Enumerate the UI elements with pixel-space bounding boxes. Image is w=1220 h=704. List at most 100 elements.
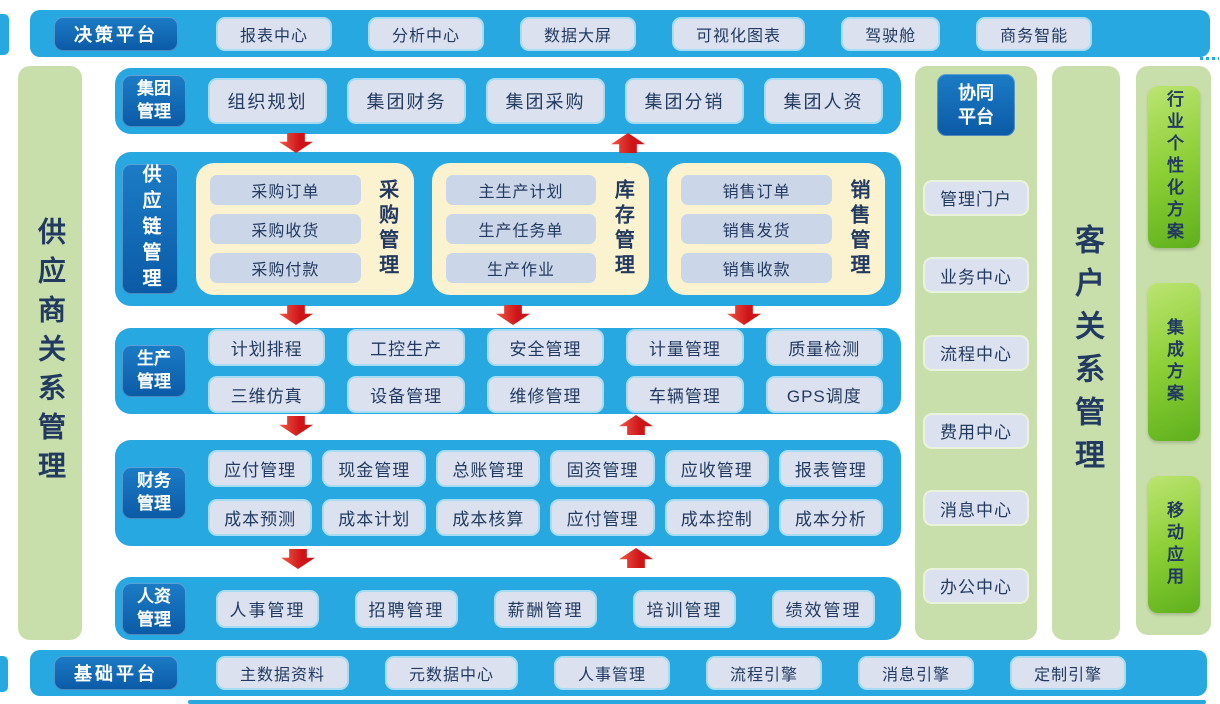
module-metering-mgmt[interactable]: 计量管理 bbox=[628, 331, 742, 364]
module-cost-forecast[interactable]: 成本预测 bbox=[210, 501, 311, 534]
mobile-app-solution[interactable]: 移动应用 bbox=[1147, 476, 1200, 613]
module-purchase-payment[interactable]: 采购付款 bbox=[210, 253, 361, 283]
inventory-group: 主生产计划 生产任务单 生产作业 库存管理 bbox=[431, 163, 650, 295]
flow-arrow-down-icon bbox=[727, 305, 761, 325]
collaboration-platform-badge-label: 协同平台 bbox=[958, 82, 994, 127]
module-purchase-order[interactable]: 采购订单 bbox=[210, 175, 361, 205]
module-message-engine[interactable]: 消息引擎 bbox=[860, 658, 973, 688]
sales-group-label: 销售管理 bbox=[847, 179, 870, 279]
module-general-ledger[interactable]: 总账管理 bbox=[438, 452, 539, 485]
flow-arrow-down-icon bbox=[279, 133, 313, 153]
supply-chain-badge: 供应链管理 bbox=[122, 164, 178, 294]
module-training-mgmt[interactable]: 培训管理 bbox=[635, 591, 734, 626]
integration-solution[interactable]: 集成方案 bbox=[1147, 283, 1200, 441]
module-org-planning[interactable]: 组织规划 bbox=[210, 80, 325, 122]
module-fixed-assets[interactable]: 固资管理 bbox=[552, 452, 653, 485]
foundation-platform-bar: 基础平台 主数据资料 元数据中心 人事管理 流程引擎 消息引擎 定制引擎 bbox=[30, 650, 1207, 696]
module-cost-control[interactable]: 成本控制 bbox=[666, 501, 767, 534]
module-sales-collection[interactable]: 销售收款 bbox=[681, 253, 833, 283]
module-cockpit[interactable]: 驾驶舱 bbox=[843, 18, 939, 49]
collaboration-platform-panel: 协同平台 管理门户 业务中心 流程中心 费用中心 消息中心 办公中心 bbox=[915, 66, 1037, 640]
hr-management-badge-label: 人资管理 bbox=[136, 586, 171, 629]
flow-arrow-up-icon bbox=[619, 415, 653, 435]
module-master-production-plan[interactable]: 主生产计划 bbox=[445, 175, 597, 205]
module-industrial-control-production[interactable]: 工控生产 bbox=[349, 331, 463, 364]
production-management-badge-label: 生产管理 bbox=[136, 349, 171, 391]
module-analysis-center[interactable]: 分析中心 bbox=[370, 18, 483, 49]
module-report-center[interactable]: 报表中心 bbox=[218, 18, 331, 49]
module-office-center[interactable]: 办公中心 bbox=[925, 569, 1027, 602]
industry-custom-solution[interactable]: 行业个性化方案 bbox=[1147, 86, 1200, 248]
module-sales-order[interactable]: 销售订单 bbox=[681, 175, 833, 205]
customer-relationship-label: 客户关系管理 bbox=[1070, 224, 1103, 482]
module-expense-center[interactable]: 费用中心 bbox=[925, 414, 1027, 447]
group-management-row: 集团管理 组织规划 集团财务 集团采购 集团分销 集团人资 bbox=[115, 68, 901, 134]
decision-platform-bar: 决策平台 报表中心 分析中心 数据大屏 可视化图表 驾驶舱 商务智能 bbox=[30, 10, 1210, 57]
module-cash-mgmt[interactable]: 现金管理 bbox=[324, 452, 425, 485]
flow-arrow-up-icon bbox=[619, 548, 653, 568]
module-production-operation[interactable]: 生产作业 bbox=[445, 253, 597, 283]
module-recruitment-mgmt[interactable]: 招聘管理 bbox=[357, 591, 456, 626]
group-management-badge-label: 集团管理 bbox=[136, 79, 171, 121]
module-master-data[interactable]: 主数据资料 bbox=[218, 658, 348, 688]
module-personnel-mgmt[interactable]: 人事管理 bbox=[218, 591, 317, 626]
module-group-hr[interactable]: 集团人资 bbox=[766, 80, 881, 122]
module-3d-simulation[interactable]: 三维仿真 bbox=[210, 378, 324, 411]
module-business-intelligence[interactable]: 商务智能 bbox=[978, 18, 1091, 49]
module-report-mgmt[interactable]: 报表管理 bbox=[780, 452, 881, 485]
module-cost-analysis[interactable]: 成本分析 bbox=[780, 501, 881, 534]
flow-arrow-down-icon bbox=[279, 305, 313, 325]
module-performance-mgmt[interactable]: 绩效管理 bbox=[774, 591, 873, 626]
module-purchase-receipt[interactable]: 采购收货 bbox=[210, 214, 361, 244]
module-data-screen[interactable]: 数据大屏 bbox=[522, 18, 635, 49]
decision-platform-badge: 决策平台 bbox=[54, 16, 178, 51]
module-payable-mgmt[interactable]: 应付管理 bbox=[210, 452, 311, 485]
module-quality-inspection[interactable]: 质量检测 bbox=[767, 331, 881, 364]
module-vehicle-mgmt[interactable]: 车辆管理 bbox=[628, 378, 742, 411]
module-visual-charts[interactable]: 可视化图表 bbox=[674, 18, 804, 49]
module-custom-engine[interactable]: 定制引擎 bbox=[1012, 658, 1125, 688]
module-maintenance-mgmt[interactable]: 维修管理 bbox=[488, 378, 603, 411]
procurement-group: 采购订单 采购收货 采购付款 采购管理 bbox=[196, 163, 414, 295]
module-plan-scheduling[interactable]: 计划排程 bbox=[210, 331, 324, 364]
production-management-badge: 生产管理 bbox=[122, 345, 186, 397]
module-cost-plan[interactable]: 成本计划 bbox=[324, 501, 425, 534]
module-safety-mgmt[interactable]: 安全管理 bbox=[488, 331, 603, 364]
hr-management-badge: 人资管理 bbox=[122, 582, 186, 635]
module-metadata-center[interactable]: 元数据中心 bbox=[387, 658, 517, 688]
module-receivable-mgmt[interactable]: 应收管理 bbox=[666, 452, 767, 485]
module-mgmt-portal[interactable]: 管理门户 bbox=[925, 181, 1027, 214]
flow-arrow-down-icon bbox=[279, 416, 313, 436]
module-salary-mgmt[interactable]: 薪酬管理 bbox=[496, 591, 595, 626]
module-process-center[interactable]: 流程中心 bbox=[925, 336, 1027, 369]
inventory-group-label: 库存管理 bbox=[611, 179, 634, 279]
module-production-task[interactable]: 生产任务单 bbox=[445, 214, 597, 244]
clipped-bottom-strip bbox=[188, 700, 1206, 704]
clipped-left-bottom-fragment bbox=[0, 656, 8, 692]
solutions-panel: 行业个性化方案 集成方案 移动应用 bbox=[1136, 66, 1211, 635]
module-business-center[interactable]: 业务中心 bbox=[925, 259, 1027, 292]
supply-chain-row: 供应链管理 采购订单 采购收货 采购付款 采购管理 主生产计划 生产任务单 生产… bbox=[115, 152, 901, 306]
module-gps-dispatch[interactable]: GPS调度 bbox=[767, 378, 881, 411]
supplier-relationship-label: 供应商关系管理 bbox=[35, 216, 66, 490]
industry-custom-solution-label: 行业个性化方案 bbox=[1164, 90, 1183, 244]
mobile-app-solution-label: 移动应用 bbox=[1164, 500, 1183, 589]
module-equipment-mgmt[interactable]: 设备管理 bbox=[349, 378, 463, 411]
module-group-finance[interactable]: 集团财务 bbox=[349, 80, 464, 122]
finance-management-badge: 财务管理 bbox=[122, 467, 186, 519]
procurement-group-label: 采购管理 bbox=[375, 179, 398, 279]
module-payable-mgmt-2[interactable]: 应付管理 bbox=[552, 501, 653, 534]
hr-management-row: 人资管理 人事管理 招聘管理 薪酬管理 培训管理 绩效管理 bbox=[115, 577, 901, 640]
module-message-center[interactable]: 消息中心 bbox=[925, 492, 1027, 525]
module-group-distribution[interactable]: 集团分销 bbox=[627, 80, 742, 122]
group-management-badge: 集团管理 bbox=[122, 75, 186, 127]
collaboration-platform-badge: 协同平台 bbox=[937, 74, 1015, 136]
flow-arrow-down-icon bbox=[496, 305, 530, 325]
production-management-row: 生产管理 计划排程 工控生产 安全管理 计量管理 质量检测 三维仿真 设备管理 … bbox=[115, 328, 901, 414]
module-cost-accounting[interactable]: 成本核算 bbox=[438, 501, 539, 534]
foundation-platform-badge: 基础平台 bbox=[54, 656, 178, 690]
module-personnel-mgmt-base[interactable]: 人事管理 bbox=[556, 658, 669, 688]
module-sales-delivery[interactable]: 销售发货 bbox=[681, 214, 833, 244]
module-process-engine[interactable]: 流程引擎 bbox=[708, 658, 821, 688]
module-group-procurement[interactable]: 集团采购 bbox=[488, 80, 603, 122]
